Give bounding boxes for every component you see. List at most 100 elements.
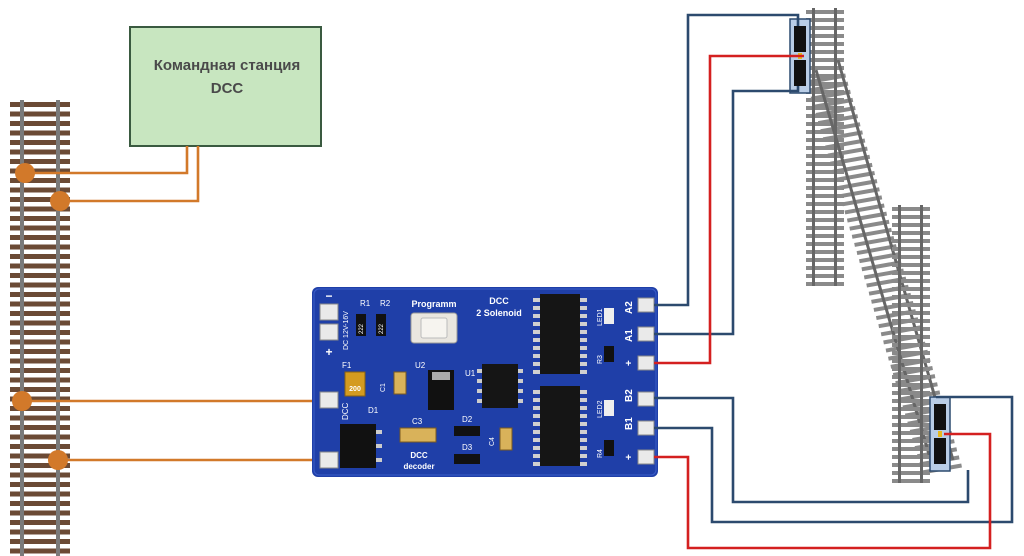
track-sleeper [892, 455, 930, 459]
chip-pin [580, 454, 587, 458]
track-sleeper [806, 58, 844, 62]
chip-pin [477, 379, 482, 383]
u2-label: U2 [415, 361, 426, 370]
solenoid-2-pin [938, 431, 942, 437]
track-sleeper [10, 539, 70, 544]
a1-label: A1 [624, 329, 635, 342]
track-sleeper [827, 146, 868, 158]
chip-pin [580, 322, 587, 326]
solenoid-1-coil [794, 60, 806, 86]
solenoid-title: 2 Solenoid [476, 308, 522, 318]
diode-d2 [454, 426, 480, 436]
track-sleeper [10, 529, 70, 535]
b1-label: B1 [624, 417, 635, 430]
chip-pin [533, 314, 540, 318]
track-sleeper [892, 431, 930, 435]
d3-label: D3 [462, 443, 473, 452]
chip-pin [580, 462, 587, 466]
command-station-box [129, 26, 322, 147]
track-sleeper [806, 266, 844, 270]
wire-b-plus-red [654, 432, 992, 550]
track-sleeper [806, 242, 844, 246]
resistor-r3 [604, 346, 614, 362]
chip-pin [533, 446, 540, 450]
resistor-code: 222 [379, 323, 385, 334]
driver-chip-2 [540, 386, 580, 466]
track-sleeper [892, 263, 930, 267]
r2-label: R2 [380, 299, 391, 308]
chip-pin [580, 406, 587, 410]
dcc-title: DCC [489, 296, 509, 306]
track-sleeper [844, 203, 885, 215]
track-sleeper [892, 311, 930, 315]
dcc-decoder-title: DCC [410, 451, 428, 460]
track-sleeper [10, 301, 70, 307]
chip-pin [580, 370, 587, 374]
solenoid-2-coil [934, 438, 946, 464]
command-station: Командная станция DCC [129, 26, 322, 147]
track-connection-dot [48, 450, 68, 470]
track-sleeper [806, 234, 844, 238]
track-sleeper [892, 471, 930, 475]
track-sleeper [806, 274, 844, 278]
turnout-2-rail [920, 205, 923, 483]
capacitor-c3 [399, 427, 437, 443]
programm-button[interactable] [410, 312, 458, 344]
track-connection-points [12, 163, 70, 470]
track-sleeper [806, 82, 844, 86]
track-sleeper [10, 159, 70, 164]
b-plus-label: + [624, 454, 635, 460]
track-sleeper [10, 387, 70, 392]
track-sleeper [892, 375, 930, 379]
d1-label: D1 [368, 406, 379, 415]
track-sleeper [806, 106, 844, 110]
r3-label: R3 [597, 355, 604, 364]
track-sleeper [892, 239, 930, 243]
track-sleeper [10, 396, 70, 402]
track-sleeper [892, 351, 930, 355]
track-sleeper [10, 254, 70, 259]
track-sleeper [859, 252, 900, 264]
c4-label: C4 [489, 437, 496, 446]
track-sleeper [806, 170, 844, 174]
track-sleeper [846, 211, 888, 223]
track-sleeper [10, 273, 70, 278]
chip-pin [518, 369, 523, 373]
track-sleeper [856, 244, 897, 256]
track-sleeper [10, 311, 70, 316]
track-sleeper [10, 111, 70, 117]
track-sleeper [892, 279, 930, 283]
track-sleeper [10, 358, 70, 364]
track-sleeper [10, 292, 70, 297]
turnout-1-rail [834, 8, 837, 286]
track-sleeper [892, 303, 930, 307]
led2 [604, 400, 614, 416]
track-sleeper [10, 434, 70, 440]
minus-label: − [325, 289, 332, 303]
track-sleeper [832, 162, 873, 174]
track-sleeper [892, 399, 930, 403]
a-plus-label: + [624, 360, 635, 366]
chip-pin [533, 390, 540, 394]
c3-label: C3 [412, 417, 423, 426]
track-sleeper [10, 206, 70, 212]
chip-pin [533, 322, 540, 326]
chip-pin [580, 314, 587, 318]
chip-u1 [482, 364, 518, 408]
track-sleeper [10, 168, 70, 174]
chip-pin [533, 370, 540, 374]
chip-pin [533, 422, 540, 426]
track-sleeper [806, 226, 844, 230]
track-sleeper [10, 472, 70, 478]
chip-pin [580, 298, 587, 302]
track-sleeper [10, 406, 70, 411]
wire-b2-blue [654, 396, 970, 504]
track-sleeper [806, 146, 844, 150]
station-to-track-wire-2 [60, 146, 200, 203]
track-sleeper [892, 287, 930, 291]
track-sleeper [806, 122, 844, 126]
decoder-board: − + DC 12V-16V DCC Programm R1 R2 222 22… [312, 287, 658, 477]
chip-pin [580, 354, 587, 358]
track-sleeper [10, 282, 70, 288]
